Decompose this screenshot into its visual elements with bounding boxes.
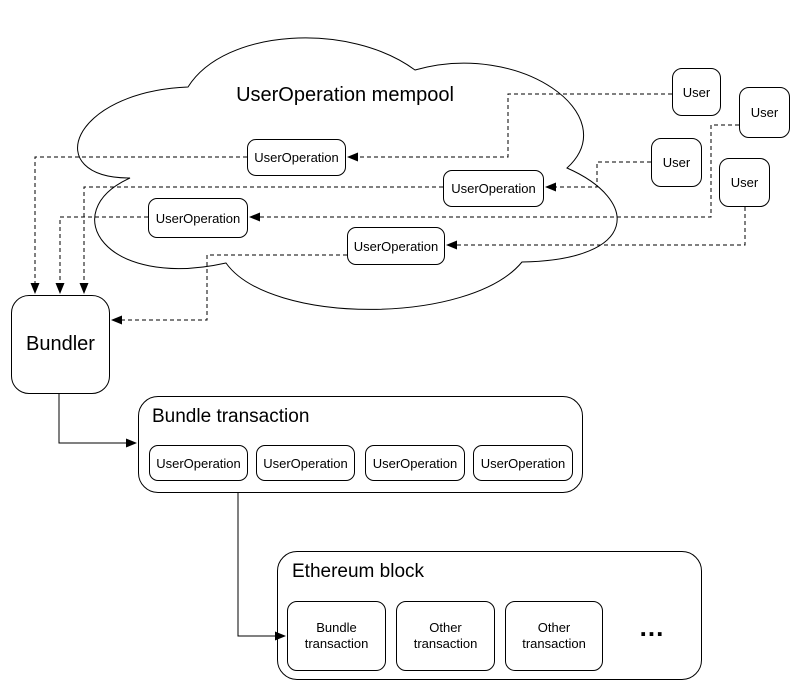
mempool-userop-3: UserOperation [148, 198, 248, 238]
user-1-label: User [682, 84, 711, 100]
eth-other-transaction-1-line1: Other [429, 620, 462, 635]
bundle-userop-3-label: UserOperation [372, 455, 458, 471]
user-2-label: User [750, 105, 779, 120]
ellipsis-more-transactions: ... [639, 612, 665, 642]
eth-other-transaction-1-line2: transaction [413, 636, 478, 651]
user-4-label: User [730, 175, 759, 190]
eth-other-transaction-2-line2: transaction [522, 636, 586, 651]
mempool-userop-1: UserOperation [247, 139, 346, 176]
eth-bundle-transaction-line2: transaction [304, 636, 369, 651]
eth-other-transaction-1: Other transaction [396, 601, 495, 671]
mempool-userop-2-label: UserOperation [451, 181, 536, 196]
eth-bundle-transaction: Bundle transaction [287, 601, 386, 671]
mempool-userop-3-label: UserOperation [155, 210, 241, 226]
user-2: User [739, 87, 790, 138]
user-3: User [651, 138, 702, 187]
user-4: User [719, 158, 770, 207]
mempool-userop-1-label: UserOperation [254, 150, 339, 165]
mempool-title: UserOperation mempool [236, 84, 454, 106]
eth-other-transaction-2: Other transaction [505, 601, 603, 671]
mempool-userop-2: UserOperation [443, 170, 544, 207]
edge-user3-to-userop2 [545, 161, 651, 192]
user-3-label: User [662, 155, 691, 170]
bundle-userop-1-label: UserOperation [156, 455, 241, 471]
eth-bundle-transaction-line1: Bundle [316, 620, 357, 635]
bundle-userop-4: UserOperation [473, 445, 573, 481]
bundle-transaction-title: Bundle transaction [152, 406, 310, 427]
edge-userop3-to-bundler [55, 216, 148, 294]
user-1: User [672, 68, 721, 116]
bundle-userop-2: UserOperation [256, 445, 355, 481]
ethereum-block-title: Ethereum block [292, 561, 425, 582]
edge-bundler-to-bundle-transaction [58, 394, 137, 448]
mempool-userop-4: UserOperation [347, 227, 445, 265]
bundler-label: Bundler [26, 333, 95, 355]
bundle-userop-1: UserOperation [149, 445, 248, 481]
bundle-userop-4-label: UserOperation [480, 455, 566, 471]
bundle-userop-2-label: UserOperation [263, 455, 348, 471]
bundle-userop-3: UserOperation [365, 445, 465, 481]
bundler-node: Bundler [11, 295, 110, 394]
edge-user4-to-userop4 [446, 207, 746, 250]
eth-other-transaction-2-line1: Other [537, 620, 571, 635]
mempool-userop-4-label: UserOperation [353, 238, 439, 254]
edge-userop4-to-bundler [111, 254, 347, 325]
